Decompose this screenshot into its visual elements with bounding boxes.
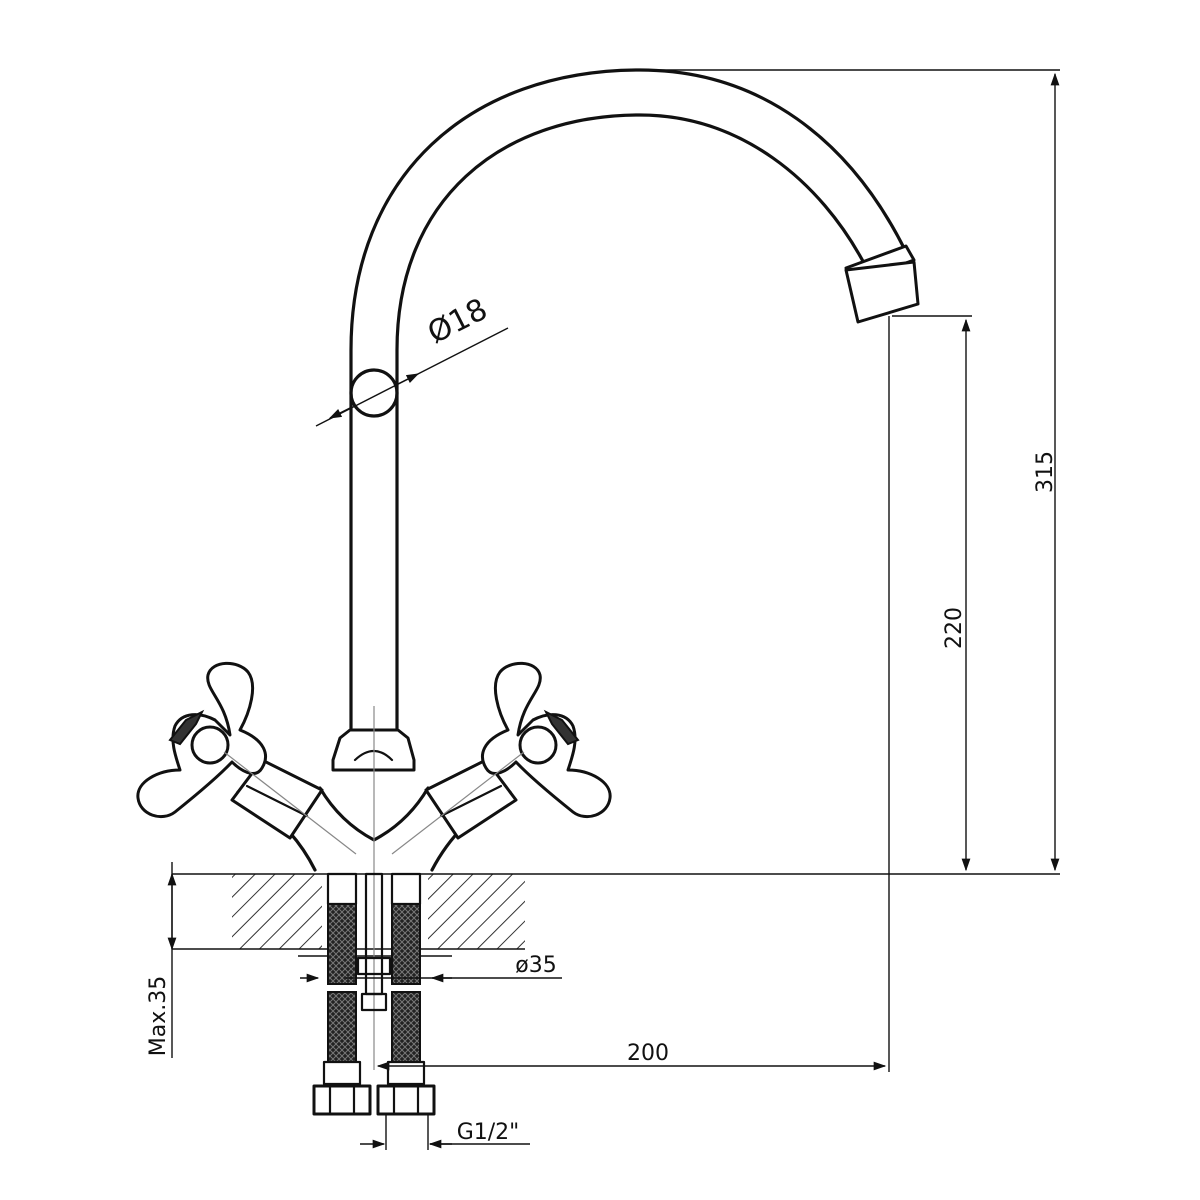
base-diameter-label: ø35: [515, 953, 556, 978]
countertop-section: [172, 873, 1060, 957]
reach-label: 200: [627, 1041, 669, 1066]
right-cross-handle: [481, 661, 612, 818]
left-cross-handle: [136, 661, 267, 818]
dimension-lines: [167, 69, 1060, 1150]
dimension-labels: 315 220 Ø18 ø35 200 Max.35 G1/2": [146, 292, 1058, 1145]
supply-hoses: [312, 872, 436, 1116]
faucet-body: [230, 728, 518, 872]
pipe-diameter-label: Ø18: [422, 292, 493, 351]
spout: [349, 68, 920, 730]
thread-label: G1/2": [457, 1120, 520, 1145]
total-height-label: 315: [1033, 451, 1058, 493]
spout-height-label: 220: [942, 607, 967, 649]
max-deck-thickness-label: Max.35: [146, 976, 171, 1056]
diameter-marker-circle: [349, 368, 399, 418]
aerator: [844, 244, 920, 324]
